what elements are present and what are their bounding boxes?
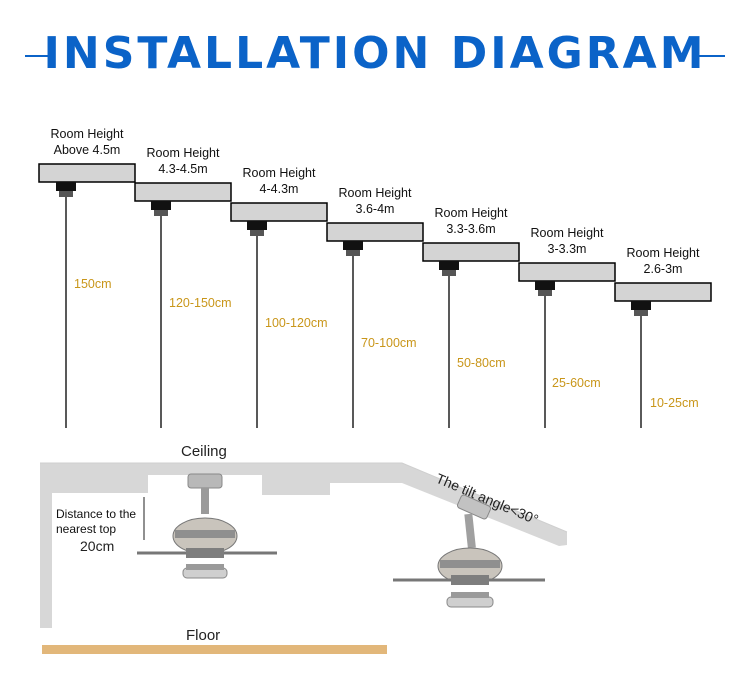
room-height-text: Room Height [242, 166, 316, 180]
ceiling-step-6 [518, 262, 616, 282]
floor-bar [42, 645, 387, 654]
room-height-range: 3.3-3.6m [446, 222, 496, 236]
floor-label: Floor [186, 627, 221, 644]
room-height-range: 4-4.3m [259, 182, 299, 196]
room-height-range: 4.3-4.5m [158, 162, 208, 176]
ceiling-step-5 [422, 242, 520, 262]
room-height-label-2: Room Height 4.3-4.5m [135, 145, 231, 177]
title-rule-right [697, 55, 725, 57]
room-height-label-6: Room Height 3-3.3m [519, 225, 615, 257]
downrod-3 [247, 221, 267, 428]
downrod-length-5: 50-80cm [457, 356, 506, 370]
ceiling-step-7 [614, 282, 712, 302]
room-height-label-5: Room Height 3.3-3.6m [423, 205, 519, 237]
room-height-text: Room Height [626, 246, 700, 260]
page-title: INSTALLATION DIAGRAM [43, 28, 707, 79]
room-height-text: Room Height [50, 127, 124, 141]
downrod-length-1: 150cm [74, 277, 112, 291]
downrod-2 [151, 201, 171, 428]
downrod-1 [56, 182, 76, 428]
title-rule-left [25, 55, 55, 57]
distance-to-top-label: Distance to the nearest top [56, 507, 136, 537]
room-height-label-7: Room Height 2.6-3m [615, 245, 711, 277]
room-height-range: Above 4.5m [53, 143, 121, 157]
distance-line-2: nearest top [56, 522, 117, 536]
ceiling-label: Ceiling [181, 443, 227, 460]
downrod-length-3: 100-120cm [265, 316, 328, 330]
room-height-label-3: Room Height 4-4.3m [231, 165, 327, 197]
downrod-4 [343, 241, 363, 428]
room-height-text: Room Height [434, 206, 508, 220]
downrod-length-6: 25-60cm [552, 376, 601, 390]
distance-value: 20cm [80, 538, 115, 554]
room-ceiling [40, 463, 567, 628]
ceiling-fan-sloped [393, 494, 545, 608]
distance-line-1: Distance to the [56, 507, 137, 521]
room-height-range: 2.6-3m [643, 262, 683, 276]
downrod-5 [439, 261, 459, 428]
ceiling-step-4 [326, 222, 424, 242]
room-height-label-4: Room Height 3.6-4m [327, 185, 423, 217]
ceiling-step-2 [134, 182, 232, 202]
room-height-text: Room Height [338, 186, 412, 200]
downrod-7 [631, 301, 651, 428]
room-height-range: 3.6-4m [355, 202, 395, 216]
ceiling-step-3 [230, 202, 328, 222]
downrod-length-4: 70-100cm [361, 336, 417, 350]
room-height-text: Room Height [146, 146, 220, 160]
downrod-6 [535, 281, 555, 428]
ceiling-step-1 [38, 163, 136, 183]
downrod-length-7: 10-25cm [650, 396, 699, 410]
room-height-text: Room Height [530, 226, 604, 240]
downrod-length-2: 120-150cm [169, 296, 232, 310]
room-height-range: 3-3.3m [547, 242, 587, 256]
ceiling-fan-flush [137, 473, 277, 579]
